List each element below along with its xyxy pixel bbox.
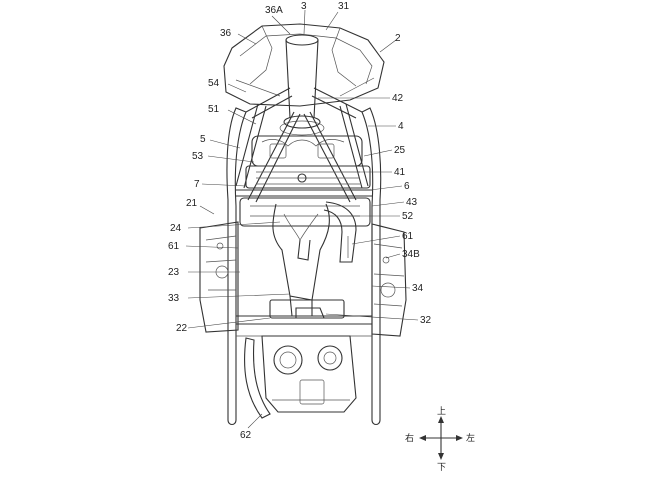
label-61-right: 61 [402, 231, 414, 242]
label-41: 41 [394, 167, 406, 178]
direction-up-label: 上 [437, 406, 446, 417]
label-23: 23 [168, 267, 180, 278]
label-25: 25 [394, 145, 406, 156]
label-5: 5 [200, 134, 206, 145]
label-22: 22 [176, 323, 188, 334]
label-61-left: 61 [168, 241, 180, 252]
reference-labels: 36A 3 31 36 2 54 42 51 4 5 25 53 41 7 6 … [168, 1, 432, 441]
label-24: 24 [170, 223, 182, 234]
fuel-tank [223, 23, 385, 107]
label-6: 6 [404, 181, 410, 192]
label-62: 62 [240, 430, 252, 441]
direction-indicator: 上 下 右 左 [405, 406, 475, 473]
label-21: 21 [186, 198, 198, 209]
arrow-left-icon [419, 435, 426, 441]
label-52: 52 [402, 211, 414, 222]
exhaust-pipe [244, 337, 271, 419]
arrow-right-icon [456, 435, 463, 441]
label-54: 54 [208, 78, 220, 89]
exhaust-manifold [269, 201, 357, 319]
label-36A: 36A [265, 5, 283, 16]
label-31: 31 [338, 1, 350, 12]
arrow-up-icon [438, 416, 444, 423]
main-frame [226, 87, 382, 426]
arrow-down-icon [438, 453, 444, 460]
label-43: 43 [406, 197, 418, 208]
label-42: 42 [392, 93, 404, 104]
label-2: 2 [395, 33, 401, 44]
label-7: 7 [194, 179, 200, 190]
label-51: 51 [208, 104, 220, 115]
direction-left-label: 左 [466, 432, 475, 444]
steering-head [279, 34, 325, 136]
engine-block [199, 197, 407, 413]
label-3: 3 [301, 1, 307, 12]
leader-lines [185, 9, 419, 429]
cylinder-head [245, 135, 371, 189]
direction-down-label: 下 [437, 463, 446, 473]
label-33: 33 [168, 293, 180, 304]
label-53: 53 [192, 151, 204, 162]
label-34: 34 [412, 283, 424, 294]
label-36: 36 [220, 28, 232, 39]
label-4: 4 [398, 121, 404, 132]
direction-right-label: 右 [405, 432, 414, 444]
label-32: 32 [420, 315, 432, 326]
label-34B: 34B [402, 249, 420, 260]
